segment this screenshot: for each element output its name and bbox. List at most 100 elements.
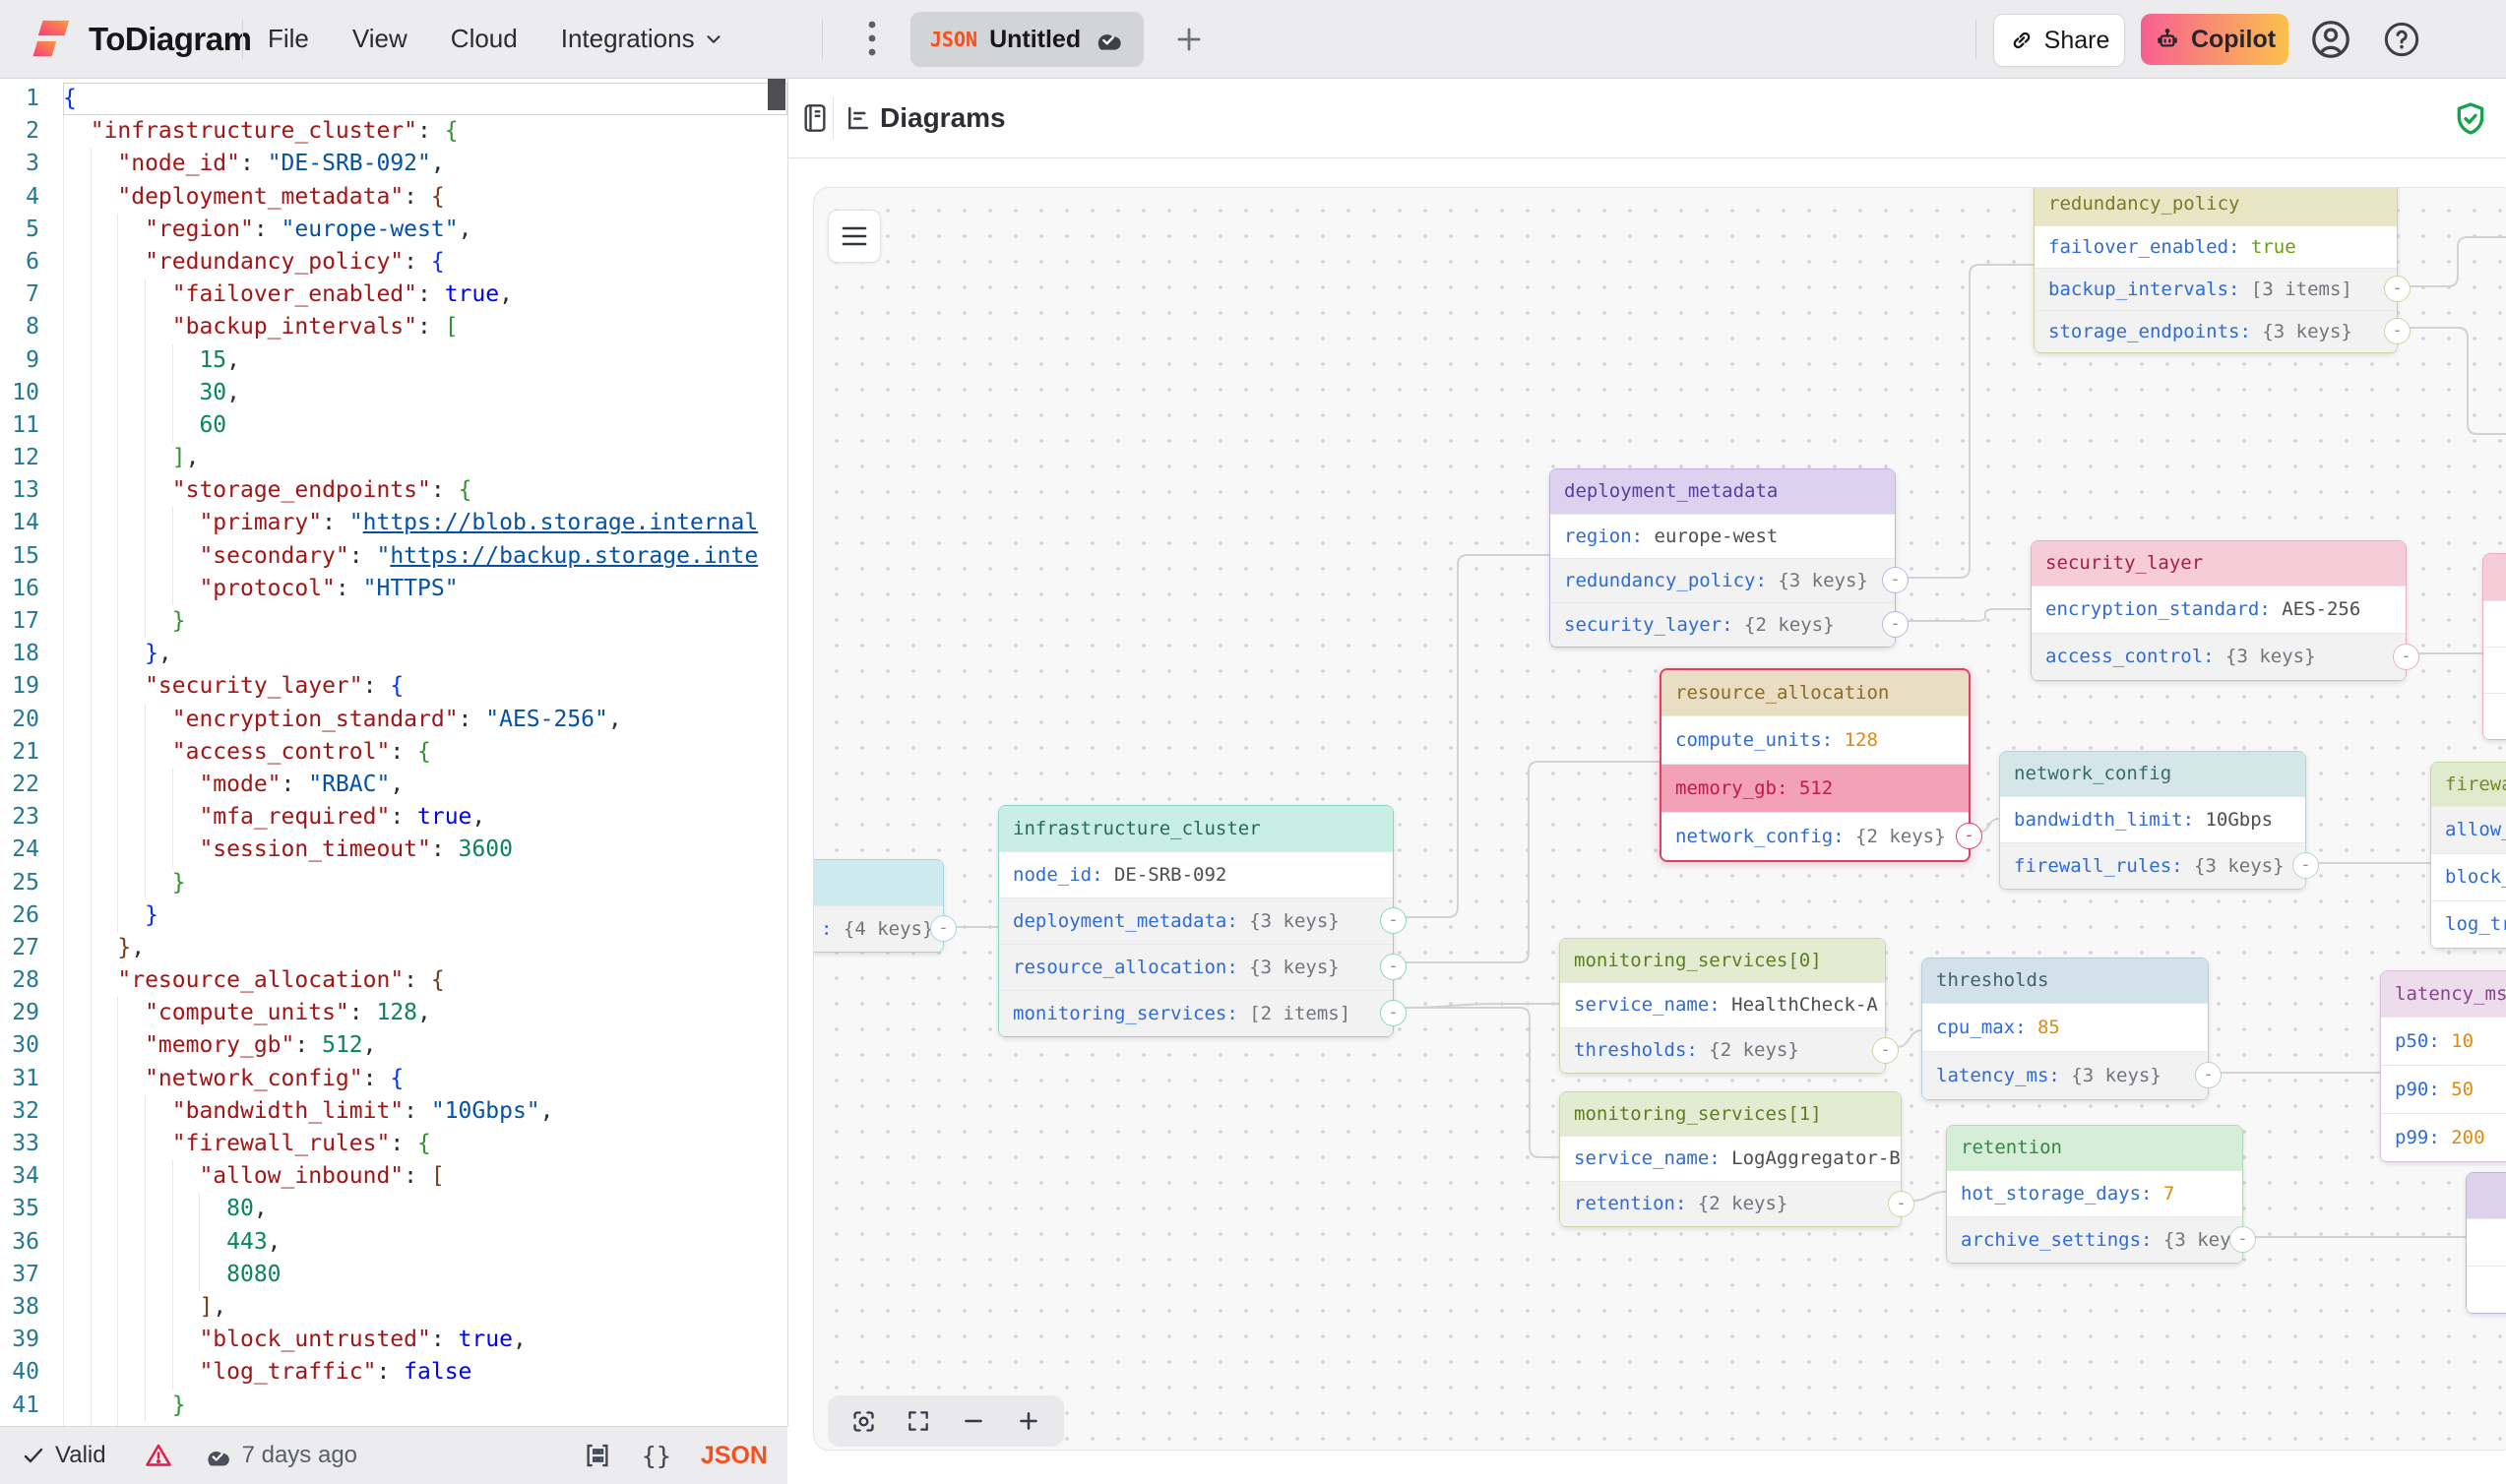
editor-toggle-button[interactable]: [793, 96, 837, 140]
code-line[interactable]: 24"session_timeout": 3600: [0, 834, 787, 866]
collapse-button[interactable]: -: [2292, 852, 2319, 879]
line-text[interactable]: 15,: [63, 344, 787, 377]
canvas-menu-button[interactable]: [828, 210, 881, 263]
code-line[interactable]: 15"secondary": "https://backup.storage.i…: [0, 540, 787, 573]
code-line[interactable]: 2"infrastructure_cluster": {: [0, 115, 787, 148]
zoom-in-button[interactable]: [1009, 1401, 1048, 1441]
collapse-button[interactable]: -: [1882, 567, 1909, 593]
code-line[interactable]: 27},: [0, 932, 787, 964]
code-line[interactable]: 23"mfa_required": true,: [0, 801, 787, 834]
diagram-node-root[interactable]: : {4 keys}-: [814, 859, 957, 953]
line-text[interactable]: },: [63, 932, 787, 964]
diagram-node-monitoring_services_1[interactable]: monitoring_services[1]service_name: LogA…: [1559, 1091, 1914, 1227]
line-text[interactable]: 80,: [63, 1193, 787, 1225]
collapse-button[interactable]: -: [1872, 1036, 1899, 1064]
node-row[interactable]: p99: 200: [2381, 1113, 2506, 1161]
node-row[interactable]: cpu_max: 85: [1922, 1003, 2208, 1051]
code-line[interactable]: 20"encryption_standard": "AES-256",: [0, 704, 787, 736]
code-line[interactable]: 22"mode": "RBAC",: [0, 769, 787, 801]
code-line[interactable]: 28"resource_allocation": {: [0, 964, 787, 997]
menu-file[interactable]: File: [268, 24, 309, 53]
line-text[interactable]: "compute_units": 128,: [63, 997, 787, 1029]
node-row[interactable]: service_name: LogAggregator-B: [1560, 1136, 1901, 1181]
code-line[interactable]: 3"node_id": "DE-SRB-092",: [0, 148, 787, 180]
node-row[interactable]: latency_ms: {3 keys}-: [1922, 1051, 2222, 1099]
collapse-button[interactable]: -: [1882, 611, 1909, 638]
line-text[interactable]: "redundancy_policy": {: [63, 246, 787, 278]
code-line[interactable]: 41}: [0, 1390, 787, 1422]
node-row[interactable]: monitoring_services: [2 items]-: [999, 990, 1407, 1036]
collapse-button[interactable]: -: [2384, 276, 2411, 302]
node-row[interactable]: storage_endpoints: {3 keys}-: [2035, 310, 2411, 352]
code-line[interactable]: 8"backup_intervals": [: [0, 311, 787, 343]
diagram-node-firewall_rules_clipped[interactable]: firewall_rulesallow_inboundblock_untrust…: [2430, 762, 2506, 949]
code-line[interactable]: 18},: [0, 638, 787, 670]
code-line[interactable]: 29"compute_units": 128,: [0, 997, 787, 1029]
line-text[interactable]: "protocol": "HTTPS": [63, 573, 787, 605]
line-text[interactable]: }: [63, 1390, 787, 1422]
node-row[interactable]: access_control: {3 keys}-: [2032, 633, 2419, 680]
line-text[interactable]: "network_config": {: [63, 1063, 787, 1095]
help-button[interactable]: [2382, 20, 2421, 59]
collapse-button[interactable]: -: [1380, 907, 1407, 934]
diagram-node-access_control_clipped[interactable]: [2482, 553, 2506, 740]
code-line[interactable]: 1{: [0, 83, 787, 116]
focus-scan-button[interactable]: [844, 1401, 883, 1441]
zoom-out-button[interactable]: [954, 1401, 993, 1441]
node-row[interactable]: thresholds: {2 keys}-: [1560, 1027, 1899, 1073]
node-row[interactable]: allow_inbound: [2431, 806, 2506, 853]
line-text[interactable]: "infrastructure_cluster": {: [63, 115, 787, 148]
line-text[interactable]: ],: [63, 1291, 787, 1324]
node-row[interactable]: : {4 keys}-: [814, 905, 957, 952]
code-line[interactable]: 38],: [0, 1291, 787, 1324]
document-tab[interactable]: JSON Untitled: [910, 12, 1144, 67]
node-row[interactable]: region: europe-west: [1550, 514, 1895, 558]
node-row[interactable]: p50: 10: [2381, 1017, 2506, 1065]
line-text[interactable]: "node_id": "DE-SRB-092",: [63, 148, 787, 180]
collapse-button[interactable]: -: [2229, 1226, 2256, 1253]
collapse-button[interactable]: -: [930, 915, 957, 942]
code-line[interactable]: 6"redundancy_policy": {: [0, 246, 787, 278]
line-text[interactable]: "session_timeout": 3600: [63, 834, 787, 866]
node-row[interactable]: [2483, 647, 2506, 693]
node-row[interactable]: security_layer: {2 keys}-: [1550, 602, 1909, 647]
collapse-button[interactable]: -: [2393, 643, 2419, 670]
line-text[interactable]: 8080: [63, 1259, 787, 1291]
code-line[interactable]: 31"network_config": {: [0, 1063, 787, 1095]
node-grid-icon[interactable]: [583, 1441, 612, 1470]
node-row[interactable]: network_config: {2 keys}-: [1661, 812, 1982, 860]
code-line[interactable]: 34"allow_inbound": [: [0, 1160, 787, 1193]
line-text[interactable]: "bandwidth_limit": "10Gbps",: [63, 1095, 787, 1128]
collapse-button[interactable]: -: [1956, 823, 1982, 849]
diagram-node-monitoring_services_0[interactable]: monitoring_services[0]service_name: Heal…: [1559, 938, 1899, 1074]
line-text[interactable]: "region": "europe-west",: [63, 214, 787, 246]
collapse-button[interactable]: -: [2195, 1062, 2222, 1088]
code-line[interactable]: 26}: [0, 899, 787, 932]
node-row[interactable]: redundancy_policy: {3 keys}-: [1550, 558, 1909, 602]
line-text[interactable]: }: [63, 605, 787, 638]
code-line[interactable]: 7"failover_enabled": true,: [0, 278, 787, 311]
node-row[interactable]: memory_gb: 512: [1661, 764, 1969, 812]
line-text[interactable]: "primary": "https://blob.storage.interna…: [63, 507, 787, 539]
collapse-button[interactable]: -: [2384, 318, 2411, 344]
line-text[interactable]: "log_traffic": false: [63, 1356, 787, 1389]
line-text[interactable]: 30,: [63, 377, 787, 409]
line-text[interactable]: "failover_enabled": true,: [63, 278, 787, 311]
format-label[interactable]: JSON: [700, 1441, 768, 1469]
code-line[interactable]: 32"bandwidth_limit": "10Gbps",: [0, 1095, 787, 1128]
line-text[interactable]: }: [63, 899, 787, 932]
json-editor-panel[interactable]: 1{2"infrastructure_cluster": {3"node_id"…: [0, 78, 788, 1426]
code-area[interactable]: 1{2"infrastructure_cluster": {3"node_id"…: [0, 83, 787, 1426]
line-text[interactable]: "block_untrusted": true,: [63, 1324, 787, 1356]
line-text[interactable]: "secondary": "https://backup.storage.int…: [63, 540, 787, 573]
code-line[interactable]: 40"log_traffic": false: [0, 1356, 787, 1389]
